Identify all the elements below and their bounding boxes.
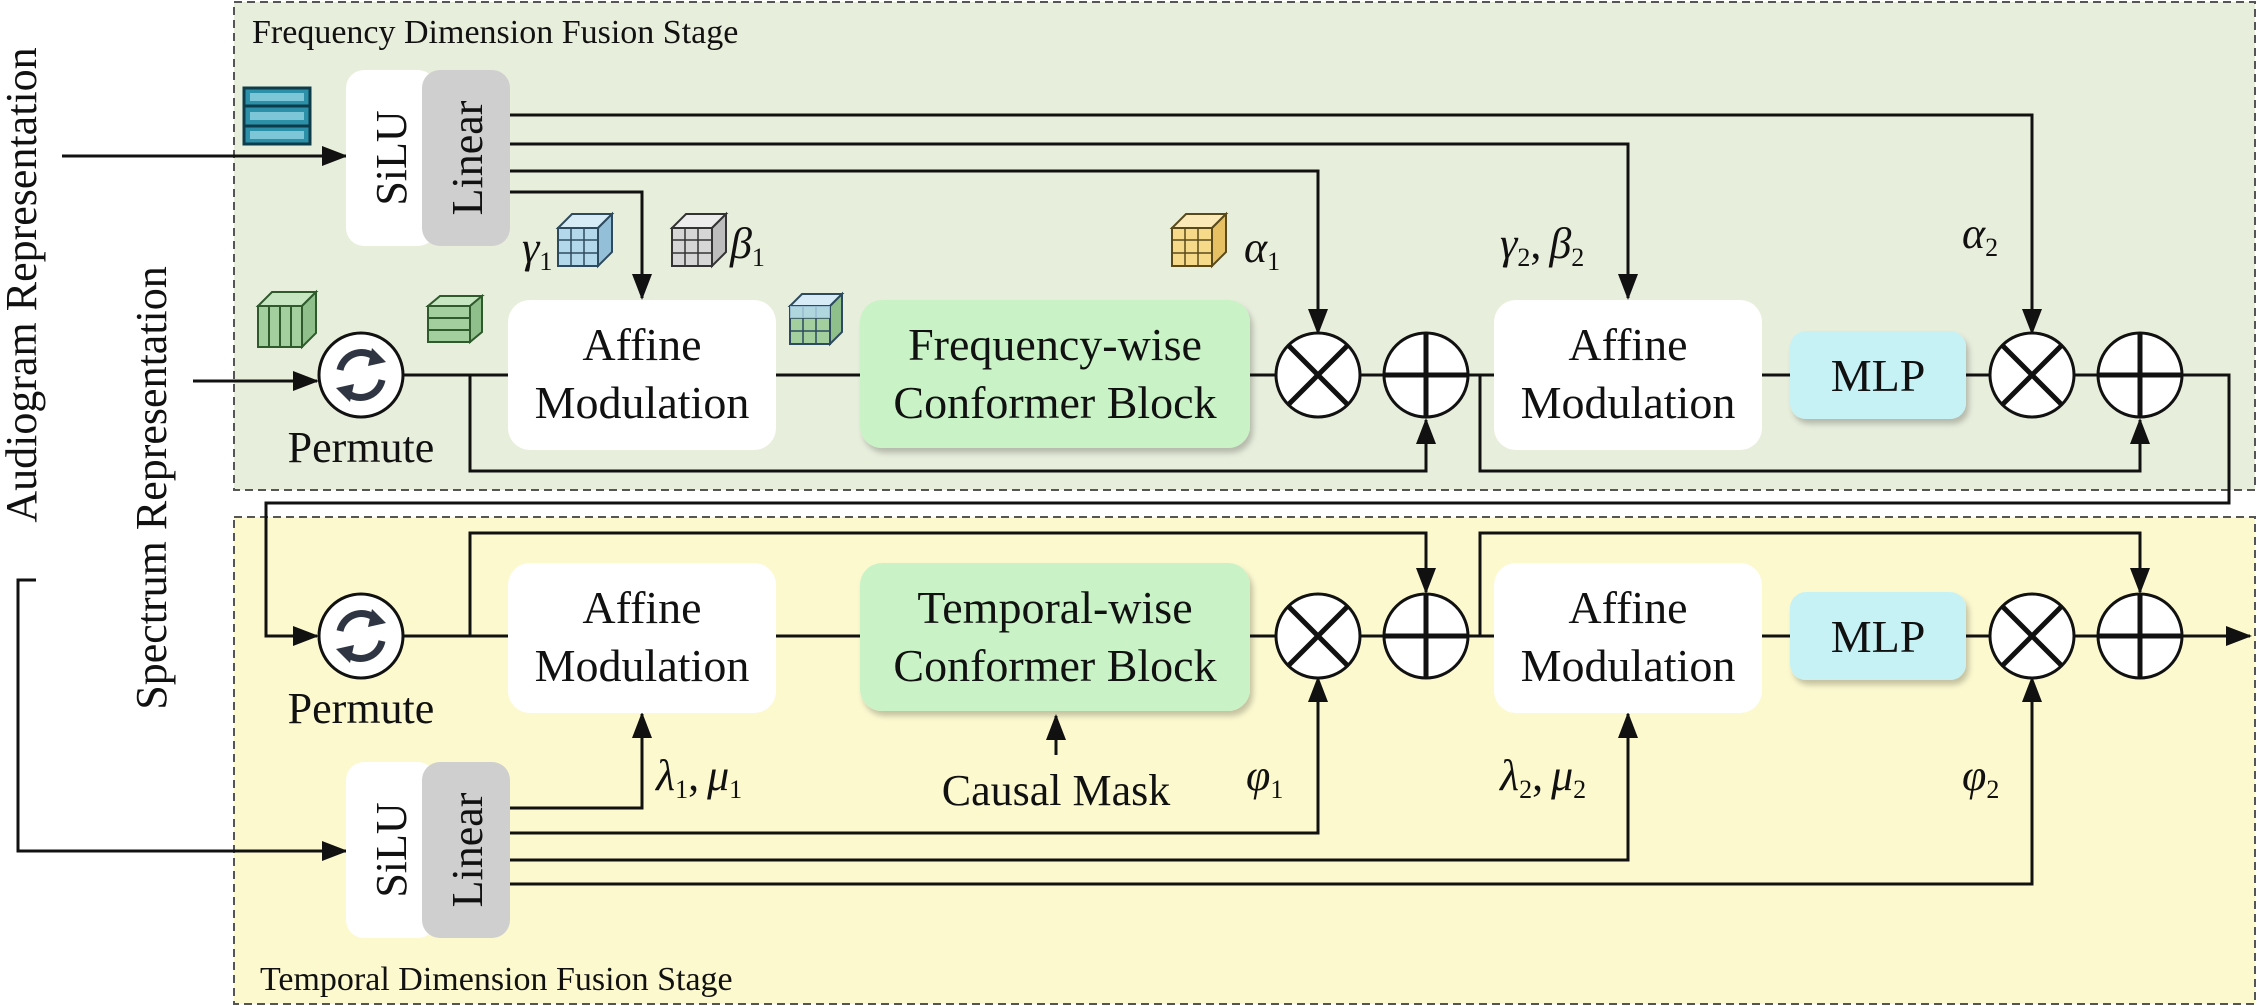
residual-1-line [468, 375, 1436, 473]
temp-conformer-line1: Temporal-wise [917, 582, 1192, 633]
phi1-label: φ1 [1246, 751, 1283, 804]
temporal-conformer-block: Temporal-wise Conformer Block [860, 563, 1250, 711]
linear-to-gamma2-beta2-line [508, 142, 1638, 300]
permute-label-bottom: Permute [288, 684, 435, 733]
alpha1-tensor-icon [1169, 211, 1229, 269]
linear2-to-phi1-line [508, 676, 1328, 835]
affine-2-line2: Modulation [1521, 377, 1736, 428]
silu-label-top: SiLU [367, 110, 416, 205]
multiply-operator-4 [1988, 592, 2076, 680]
spectrum-representation-label: Spectrum Representation [127, 266, 176, 710]
stage-transition-line [264, 373, 2231, 646]
freq-conformer-line2: Conformer Block [893, 377, 1216, 428]
linear-to-alpha2-line [508, 113, 2042, 335]
permuted-tensor-icon [425, 293, 485, 345]
permute-label-top: Permute [288, 423, 435, 472]
affine-2-line1: Affine [1568, 319, 1687, 370]
affine-modulation-4: Affine Modulation [1494, 563, 1762, 713]
affine-1-line2: Modulation [535, 377, 750, 428]
silu-label-bottom: SiLU [367, 802, 416, 897]
multiply-operator-3 [1274, 592, 1362, 680]
linear-label-bottom: Linear [443, 792, 492, 907]
lambda2-mu2-label: λ2,μ2 [1498, 751, 1586, 804]
lambda1-mu1-label: λ1,μ1 [654, 751, 742, 804]
affine-modulation-2: Affine Modulation [1494, 300, 1762, 450]
audiogram-representation-label: Audiogram Representation [0, 47, 46, 522]
affine-1-line1: Affine [582, 319, 701, 370]
audiogram-tensor-icon [242, 86, 312, 146]
phi2-label: φ2 [1962, 751, 1999, 804]
gamma2-beta2-label: γ2,β2 [1500, 219, 1584, 272]
affine-4-line1: Affine [1568, 582, 1687, 633]
add-operator-1 [1382, 331, 1470, 419]
frequency-stage-label: Frequency Dimension Fusion Stage [252, 14, 738, 51]
permute-node-top [317, 331, 405, 419]
affine-4-line2: Modulation [1521, 640, 1736, 691]
gamma1-tensor-icon [555, 211, 615, 269]
add-operator-4 [2096, 592, 2184, 680]
linear-block-bottom: Linear [422, 762, 510, 938]
frequency-conformer-block: Frequency-wise Conformer Block [860, 300, 1250, 448]
residual-2-line [1478, 375, 2150, 473]
spectrum-tensor-icon [255, 289, 319, 350]
linear2-to-phi2-line [508, 676, 2042, 886]
affine-3-line2: Modulation [535, 640, 750, 691]
linear-to-gamma1-beta1-line [508, 190, 652, 300]
silu-block-bottom: SiLU [346, 762, 436, 938]
linear-block-top: Linear [422, 70, 510, 246]
multiply-operator-1 [1274, 331, 1362, 419]
mlp-block-top: MLP [1790, 331, 1966, 419]
residual-3-line [468, 531, 1436, 636]
linear-label-top: Linear [443, 100, 492, 215]
mlp-label-top: MLP [1831, 350, 1926, 401]
multiply-operator-2 [1988, 331, 2076, 419]
permute-node-bottom [317, 592, 405, 680]
affine-modulation-3: Affine Modulation [508, 563, 776, 713]
add-operator-3 [1382, 592, 1470, 680]
causal-mask-label: Causal Mask [942, 766, 1171, 815]
modulated-tensor-icon [787, 291, 845, 347]
residual-4-line [1478, 531, 2150, 636]
linear2-to-lambda2-mu2-line [508, 712, 1638, 862]
beta1-tensor-icon [669, 211, 729, 269]
audiogram-to-silu-bottom-arrow [16, 578, 348, 861]
alpha1-label: α1 [1244, 223, 1280, 276]
temporal-stage-label: Temporal Dimension Fusion Stage [260, 961, 733, 998]
gamma1-label: γ1 [522, 223, 552, 276]
beta1-label: β1 [729, 219, 765, 272]
temp-conformer-line2: Conformer Block [893, 640, 1216, 691]
freq-conformer-line1: Frequency-wise [908, 319, 1202, 370]
affine-modulation-1: Affine Modulation [508, 300, 776, 450]
alpha2-label: α2 [1962, 209, 1998, 262]
linear2-to-lambda1-mu1-line [508, 712, 652, 810]
silu-block-top: SiLU [346, 70, 436, 246]
affine-3-line1: Affine [582, 582, 701, 633]
mlp-label-bottom: MLP [1831, 611, 1926, 662]
mlp-block-bottom: MLP [1790, 592, 1966, 680]
linear-to-alpha1-line [508, 169, 1328, 335]
add-operator-2 [2096, 331, 2184, 419]
